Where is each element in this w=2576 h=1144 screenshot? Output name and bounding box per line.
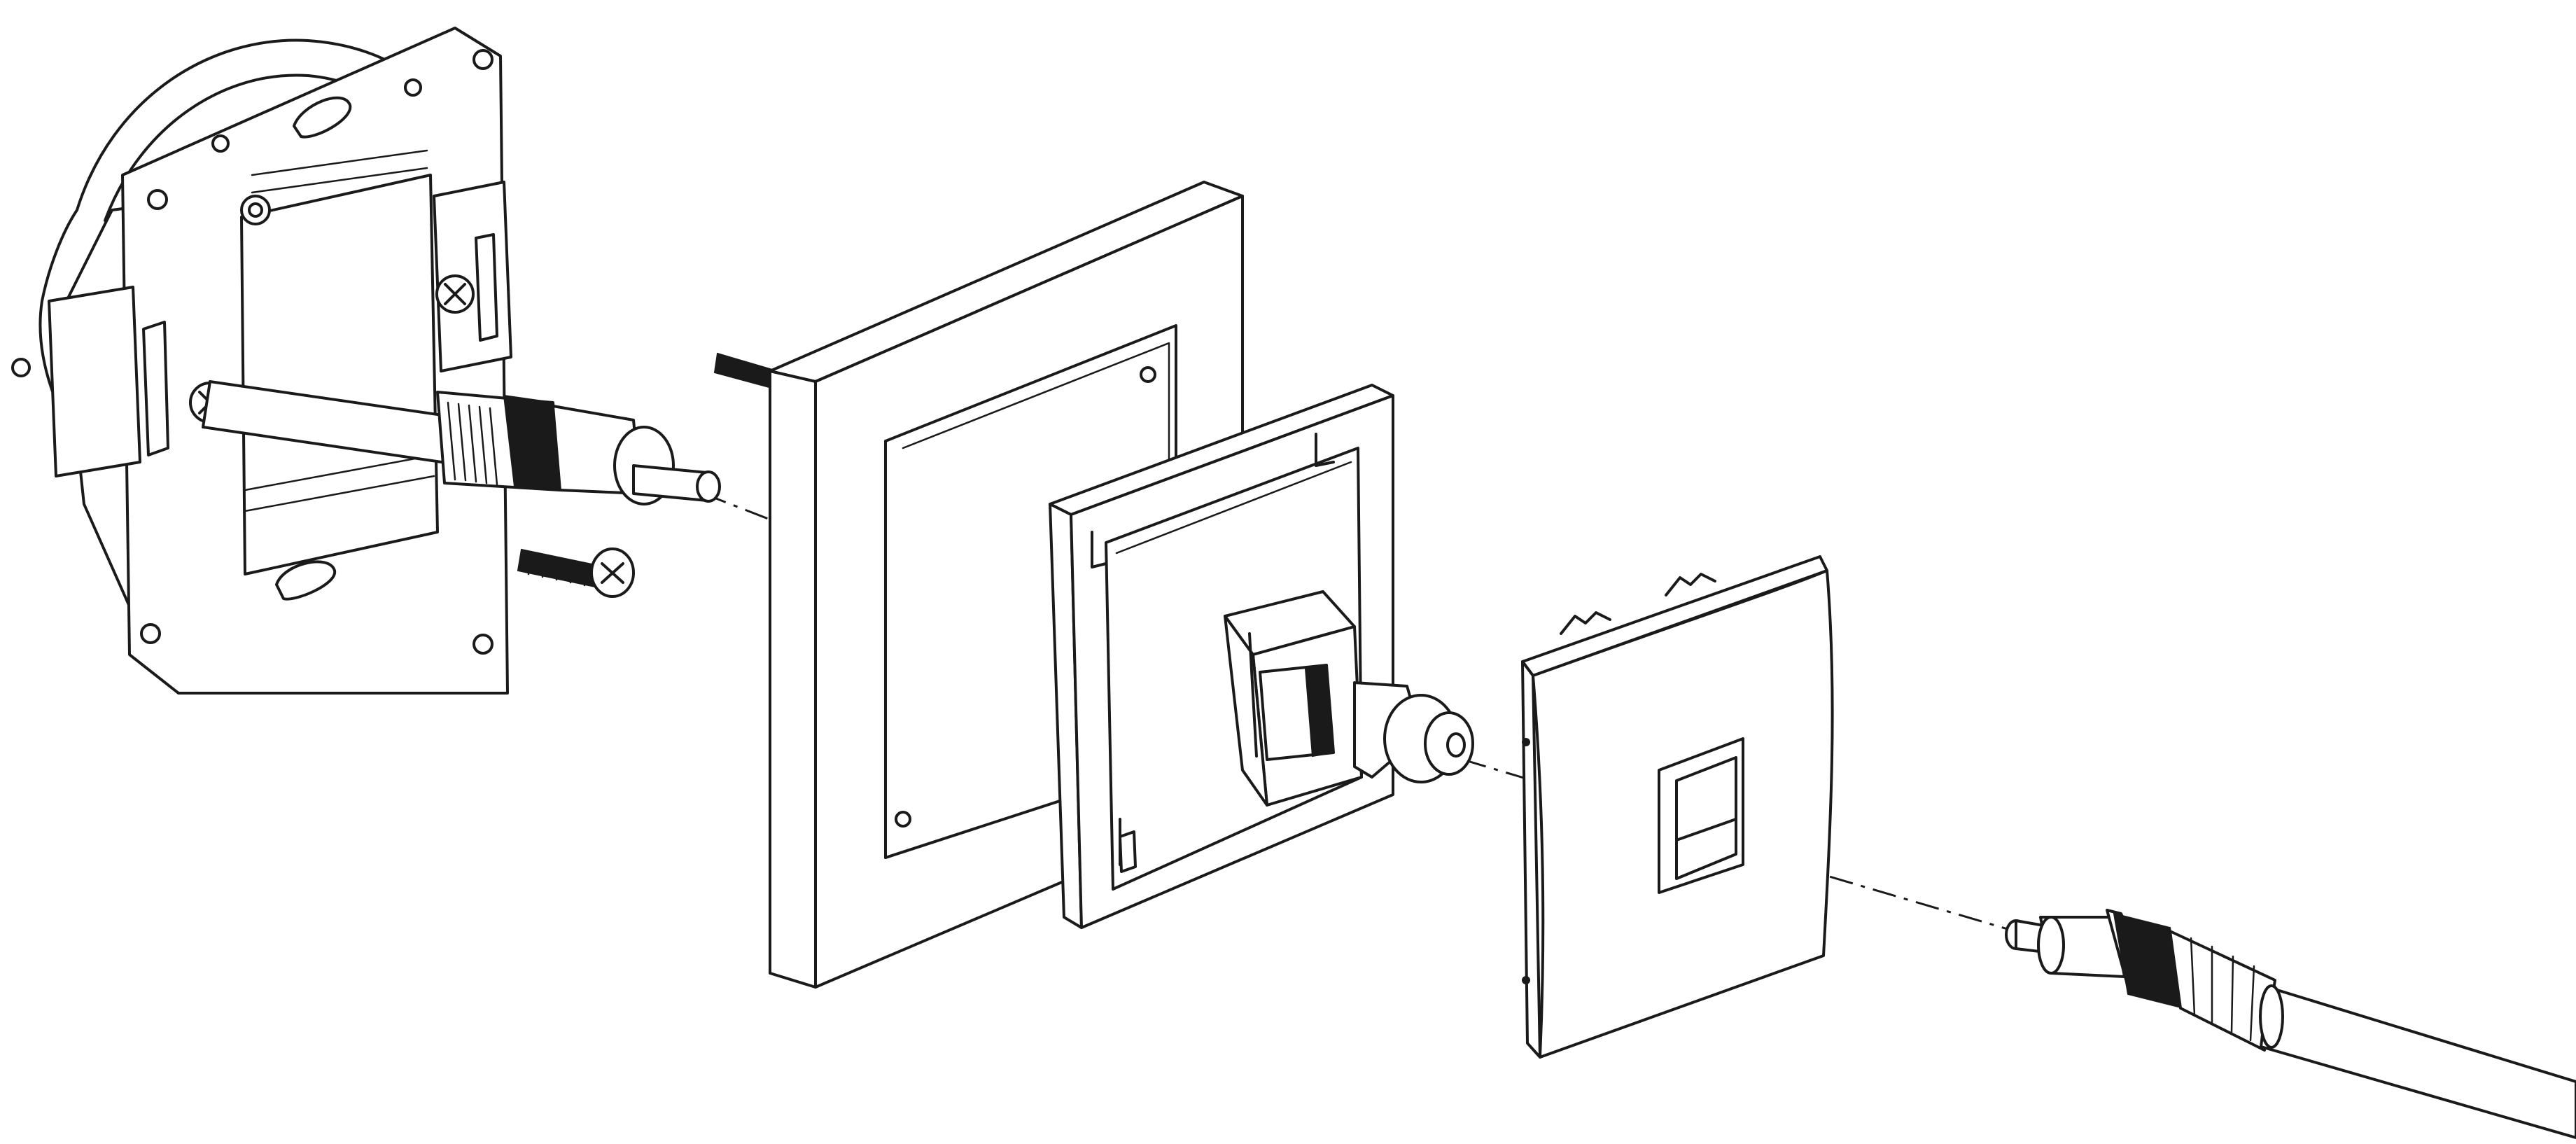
tv-socket-mechanism	[1049, 384, 1474, 929]
cover-plate	[1521, 555, 1834, 1059]
box-connector-plug	[202, 380, 721, 505]
frame-stud	[713, 352, 778, 390]
coaxial-cable-plug	[2005, 909, 2576, 1139]
mounting-box-with-support-frame	[11, 27, 512, 695]
fixing-screw	[517, 547, 635, 598]
